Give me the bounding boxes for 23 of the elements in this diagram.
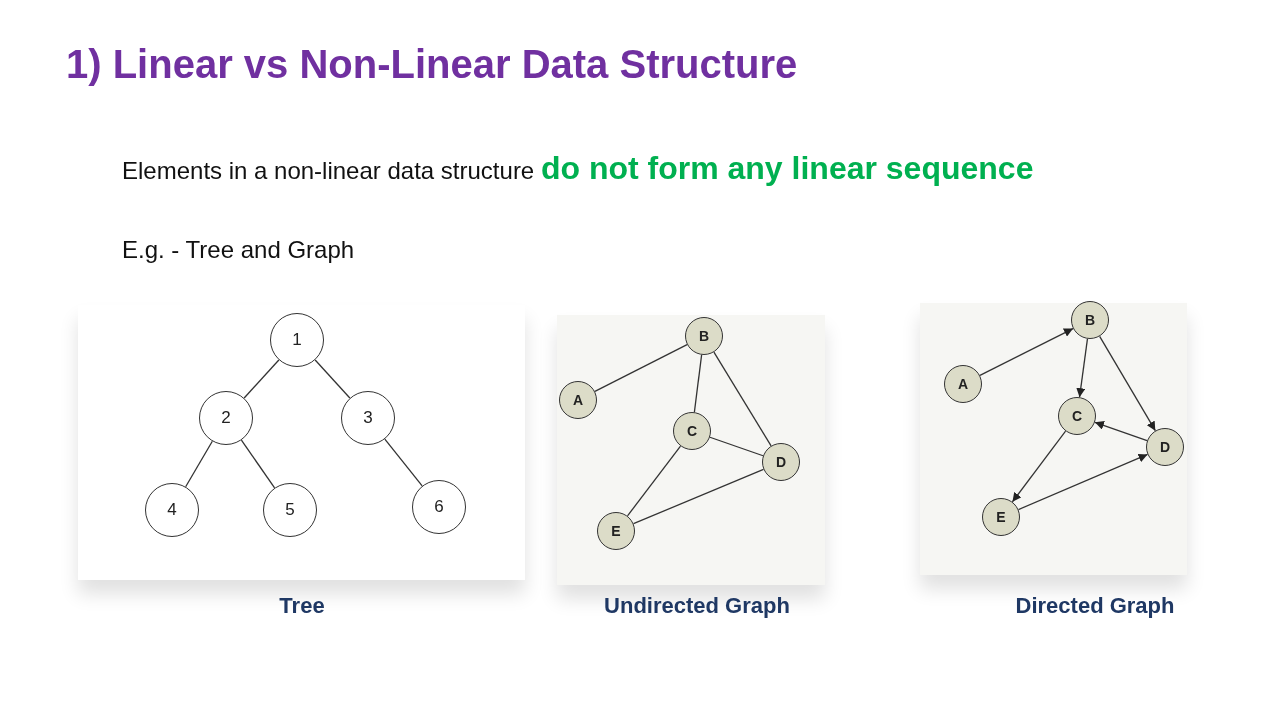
connector-line — [240, 439, 276, 489]
arrow — [1017, 453, 1149, 511]
example-text: E.g. - Tree and Graph — [122, 236, 355, 264]
arrow — [1011, 430, 1067, 503]
connector-line — [594, 343, 688, 393]
connector-line — [626, 445, 682, 517]
description-text: Elements in a non-linear data structure do not form any linear sequence — [122, 150, 1034, 187]
arrow — [1099, 335, 1156, 432]
connector-line — [693, 354, 703, 413]
connector-line — [314, 359, 351, 399]
connector-line — [632, 468, 765, 525]
arrow — [1076, 338, 1089, 398]
slide-title: 1) Linear vs Non-Linear Data Structure — [66, 42, 798, 87]
panel-caption: Tree — [279, 593, 325, 619]
panel-caption: Directed Graph — [1015, 593, 1175, 619]
connector-line — [713, 351, 772, 447]
connector-line — [185, 440, 213, 488]
connector-line — [709, 436, 764, 457]
panel-caption: Undirected Graph — [604, 593, 790, 619]
connector-line — [384, 438, 423, 487]
connector-line — [243, 359, 280, 399]
arrow — [1094, 421, 1148, 442]
arrow — [979, 327, 1074, 377]
